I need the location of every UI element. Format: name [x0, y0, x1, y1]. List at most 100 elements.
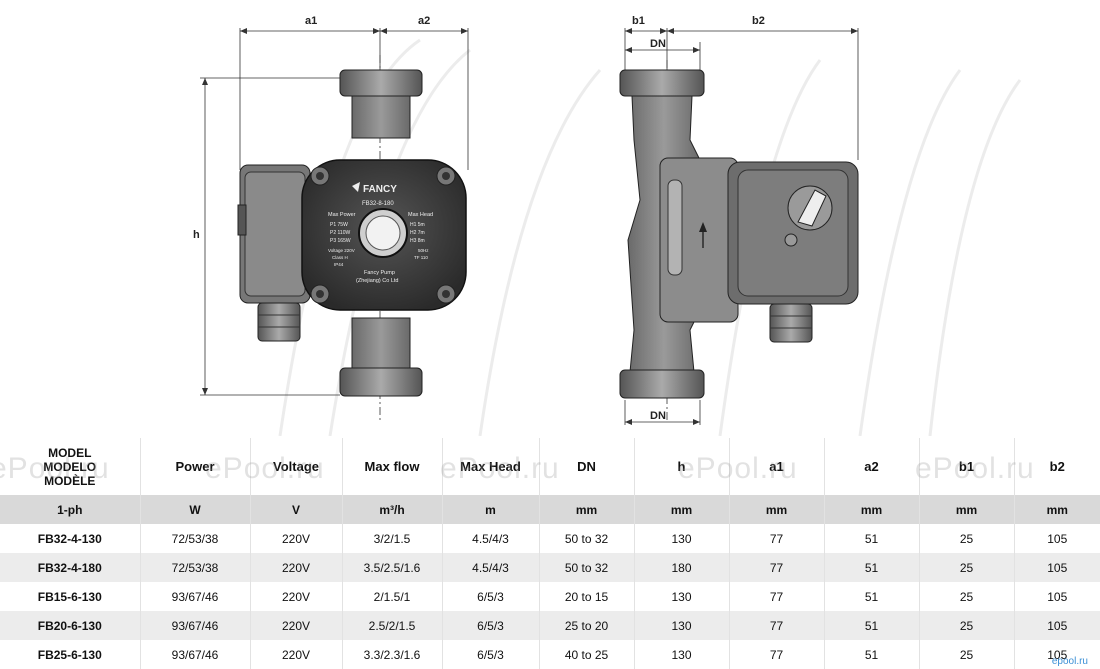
- model-header-fr: MODÈLE: [44, 473, 96, 488]
- table-header-row: MODEL MODELO MODÈLE Power Voltage Max fl…: [0, 438, 1100, 495]
- header-b1: b1: [918, 438, 1014, 495]
- side-view: b1 b2 DN DN: [619, 15, 859, 425]
- flow-arrow-icon: [699, 222, 707, 232]
- cell-voltage: 220V: [249, 524, 342, 553]
- cell-max-flow: 3.3/2.3/1.6: [341, 640, 442, 669]
- cell-model: FB25-6-130: [0, 640, 140, 669]
- cell-model: FB32-4-130: [0, 524, 140, 553]
- corner-watermark: epool.ru: [1051, 656, 1088, 667]
- plate-brand: FANCY: [363, 184, 397, 195]
- header-dn: DN: [538, 438, 634, 495]
- cell-max-head: 4.5/4/3: [441, 553, 539, 582]
- unit-cell: 1-ph: [0, 495, 140, 524]
- cell-a2: 51: [823, 611, 919, 640]
- dim-h-label: h: [193, 229, 200, 241]
- header-h: h: [633, 438, 729, 495]
- unit-cell: mm: [1013, 495, 1100, 524]
- pump-drawing-svg: a1 a2 h: [193, 15, 1022, 436]
- header-b2: b2: [1013, 438, 1100, 495]
- unit-cell: mm: [918, 495, 1014, 524]
- plate-head-2: H2 7m: [410, 230, 425, 236]
- cell-b2: 105: [1013, 611, 1100, 640]
- header-max-head: Max Head: [441, 438, 539, 495]
- cell-a2: 51: [823, 553, 919, 582]
- dim-b1-label: b1: [632, 15, 645, 27]
- cell-h: 130: [633, 582, 729, 611]
- plate-voltage: Voltage 220V: [328, 248, 355, 253]
- header-max-flow: Max flow: [341, 438, 442, 495]
- cell-h: 180: [633, 553, 729, 582]
- front-view: a1 a2 h: [193, 15, 469, 420]
- table-row: FB32-4-130 72/53/38 220V 3/2/1.5 4.5/4/3…: [0, 524, 1100, 553]
- cell-max-head: 6/5/3: [441, 582, 539, 611]
- cell-b2: 105: [1013, 553, 1100, 582]
- plate-power-1: P1 75W: [330, 222, 348, 228]
- header-voltage: Voltage: [249, 438, 342, 495]
- model-header-en: MODEL: [48, 445, 92, 460]
- cell-voltage: 220V: [249, 640, 342, 669]
- cell-b1: 25: [918, 640, 1014, 669]
- table-row: FB25-6-130 93/67/46 220V 3.3/2.3/1.6 6/5…: [0, 640, 1100, 669]
- cell-h: 130: [633, 640, 729, 669]
- cell-max-flow: 2/1.5/1: [341, 582, 442, 611]
- cell-a1: 77: [728, 524, 824, 553]
- plate-max-head-title: Max Head: [408, 212, 433, 218]
- dim-a1-label: a1: [305, 15, 317, 27]
- cell-h: 130: [633, 611, 729, 640]
- cell-power: 93/67/46: [139, 640, 250, 669]
- cell-power: 93/67/46: [139, 611, 250, 640]
- background-arcs: [278, 38, 1022, 436]
- cell-max-flow: 3.5/2.5/1.6: [341, 553, 442, 582]
- plate-max-power-title: Max Power: [328, 212, 356, 218]
- unit-cell: mm: [728, 495, 824, 524]
- plate-power-3: P3 165W: [330, 238, 351, 244]
- cell-a1: 77: [728, 553, 824, 582]
- cell-a1: 77: [728, 640, 824, 669]
- plate-ip: IP44: [334, 262, 344, 267]
- unit-cell: V: [249, 495, 342, 524]
- cell-a2: 51: [823, 640, 919, 669]
- plate-head-3: H3 8m: [410, 238, 425, 244]
- cell-max-flow: 3/2/1.5: [341, 524, 442, 553]
- model-header-es: MODELO: [43, 459, 97, 474]
- plate-tf: TF 110: [414, 255, 428, 260]
- unit-cell: W: [139, 495, 250, 524]
- unit-cell: mm: [633, 495, 729, 524]
- unit-cell: mm: [823, 495, 919, 524]
- cell-h: 130: [633, 524, 729, 553]
- pump-technical-drawing: a1 a2 h: [193, 15, 1022, 436]
- plate-freq: 50Hz: [418, 248, 429, 253]
- dim-dn-bottom-label: DN: [650, 410, 666, 422]
- cell-a2: 51: [823, 524, 919, 553]
- cell-dn: 40 to 25: [538, 640, 634, 669]
- cell-model: FB32-4-180: [0, 553, 140, 582]
- header-a1: a1: [728, 438, 824, 495]
- cell-b1: 25: [918, 582, 1014, 611]
- cell-a1: 77: [728, 582, 824, 611]
- cell-max-head: 6/5/3: [441, 611, 539, 640]
- spec-table: MODEL MODELO MODÈLE Power Voltage Max fl…: [0, 438, 1100, 669]
- cell-b2: 105: [1013, 524, 1100, 553]
- table-row: FB32-4-180 72/53/38 220V 3.5/2.5/1.6 4.5…: [0, 553, 1100, 582]
- table-row: FB20-6-130 93/67/46 220V 2.5/2/1.5 6/5/3…: [0, 611, 1100, 640]
- cell-b1: 25: [918, 553, 1014, 582]
- cell-dn: 25 to 20: [538, 611, 634, 640]
- header-a2: a2: [823, 438, 919, 495]
- cell-a1: 77: [728, 611, 824, 640]
- cell-power: 93/67/46: [139, 582, 250, 611]
- cell-b1: 25: [918, 524, 1014, 553]
- header-power: Power: [139, 438, 250, 495]
- plate-power-2: P2 110W: [330, 230, 350, 236]
- cell-b2: 105: [1013, 640, 1100, 669]
- cell-max-head: 6/5/3: [441, 640, 539, 669]
- plate-model: FB32-8-180: [362, 201, 394, 207]
- cell-voltage: 220V: [249, 611, 342, 640]
- cell-b1: 25: [918, 611, 1014, 640]
- cell-max-head: 4.5/4/3: [441, 524, 539, 553]
- cell-b2: 105: [1013, 582, 1100, 611]
- plate-head-1: H1 5m: [410, 222, 425, 228]
- model-header: MODEL MODELO MODÈLE: [0, 438, 140, 495]
- dim-b2-label: b2: [752, 15, 765, 27]
- cell-model: FB20-6-130: [0, 611, 140, 640]
- plate-maker-1: Fancy Pump: [364, 270, 395, 276]
